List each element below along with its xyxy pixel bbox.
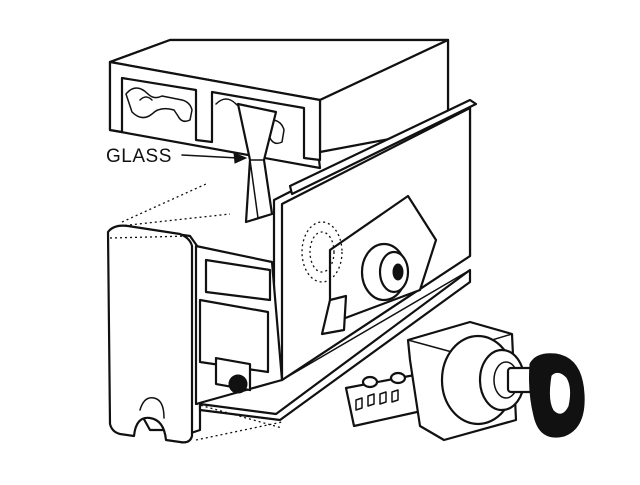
phantom-lines xyxy=(109,183,283,441)
bottom-track xyxy=(119,213,472,429)
glass-label-leader xyxy=(181,152,248,164)
glass-label: GLASS xyxy=(106,146,172,167)
lock-cylinder xyxy=(344,320,538,442)
top-rail xyxy=(108,38,450,170)
glass-pane xyxy=(236,102,278,224)
roller-assembly xyxy=(301,194,438,336)
end-cap xyxy=(106,224,202,444)
key xyxy=(529,353,585,438)
